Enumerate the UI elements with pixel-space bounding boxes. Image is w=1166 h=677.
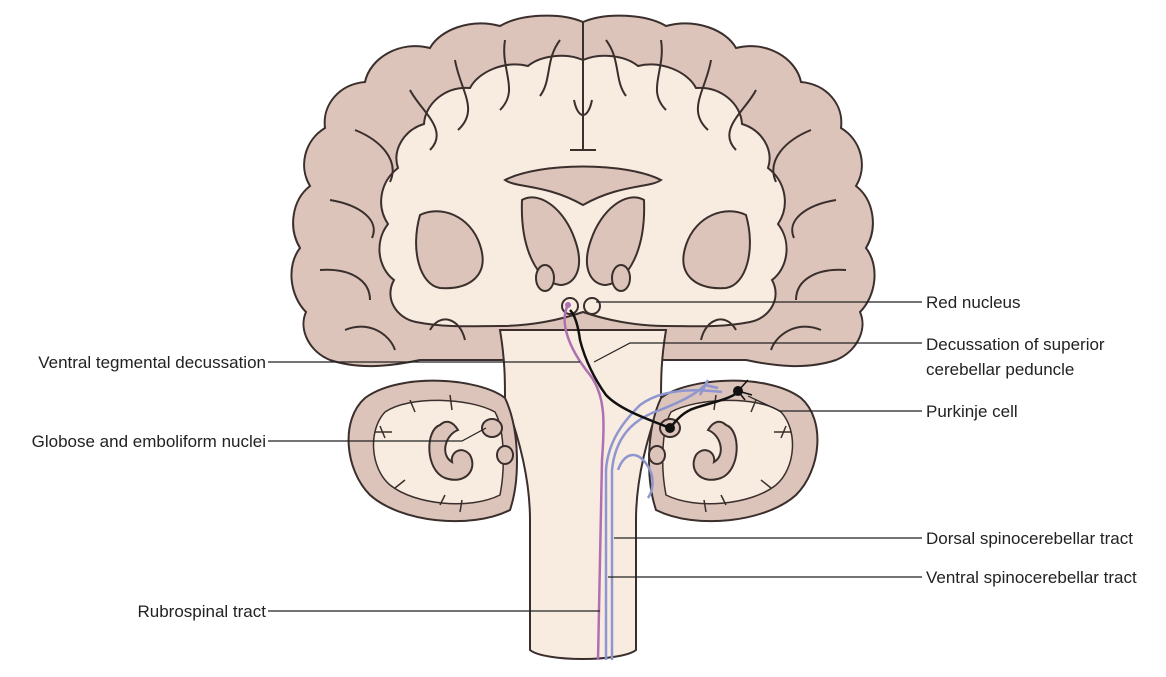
red-nucleus-right bbox=[583, 297, 601, 315]
label-globose-emboliform: Globose and emboliform nuclei bbox=[31, 432, 266, 451]
cerebellum-left bbox=[347, 379, 518, 523]
lentiform-right bbox=[682, 210, 751, 290]
caudate-thalamus-right bbox=[586, 196, 646, 287]
longitudinal-fissure bbox=[570, 22, 596, 151]
leader-decussation-superior bbox=[593, 342, 922, 363]
label-red-nucleus: Red nucleus bbox=[926, 293, 1021, 312]
corpus-callosum bbox=[503, 165, 663, 207]
dorsal-spinocerebellar-path bbox=[610, 379, 719, 660]
purkinje-dendrites bbox=[737, 379, 753, 401]
dentate-nucleus-left bbox=[428, 420, 474, 481]
leader-globose bbox=[268, 427, 487, 442]
gyri-right bbox=[605, 39, 847, 351]
purkinje-to-nucleus-path bbox=[669, 391, 739, 429]
gyri-left bbox=[319, 39, 561, 351]
label-ventral-spinocerebellar: Ventral spinocerebellar tract bbox=[926, 568, 1137, 587]
superior-peduncle-path bbox=[569, 309, 671, 430]
label-purkinje-cell: Purkinje cell bbox=[926, 402, 1018, 421]
label-ventral-tegmental: Ventral tegmental decussation bbox=[38, 353, 266, 372]
fastigial-right bbox=[648, 445, 666, 465]
leader-purkinje bbox=[747, 395, 781, 412]
leader-lines bbox=[268, 301, 922, 612]
label-dorsal-spinocerebellar: Dorsal spinocerebellar tract bbox=[926, 529, 1133, 548]
caudate-thalamus-left bbox=[520, 196, 580, 287]
rubrospinal-tract-path bbox=[563, 304, 605, 661]
cerebrum bbox=[290, 14, 876, 368]
nuclear-cell-body bbox=[665, 423, 675, 433]
label-decussation-superior-line1: Decussation of superior bbox=[926, 335, 1105, 354]
lentiform-left bbox=[415, 210, 484, 290]
label-rubrospinal: Rubrospinal tract bbox=[137, 602, 266, 621]
label-decussation-superior-line2: cerebellar peduncle bbox=[926, 360, 1075, 379]
cerebellum-right bbox=[648, 379, 819, 523]
brainstem bbox=[498, 329, 668, 660]
ventral-spinocerebellar-path bbox=[604, 388, 723, 660]
fastigial-left bbox=[496, 445, 514, 465]
subthalamic-right bbox=[611, 264, 631, 292]
dentate-nucleus-right bbox=[692, 420, 738, 481]
subthalamic-left bbox=[535, 264, 555, 292]
globose-emboliform-left bbox=[481, 418, 503, 438]
